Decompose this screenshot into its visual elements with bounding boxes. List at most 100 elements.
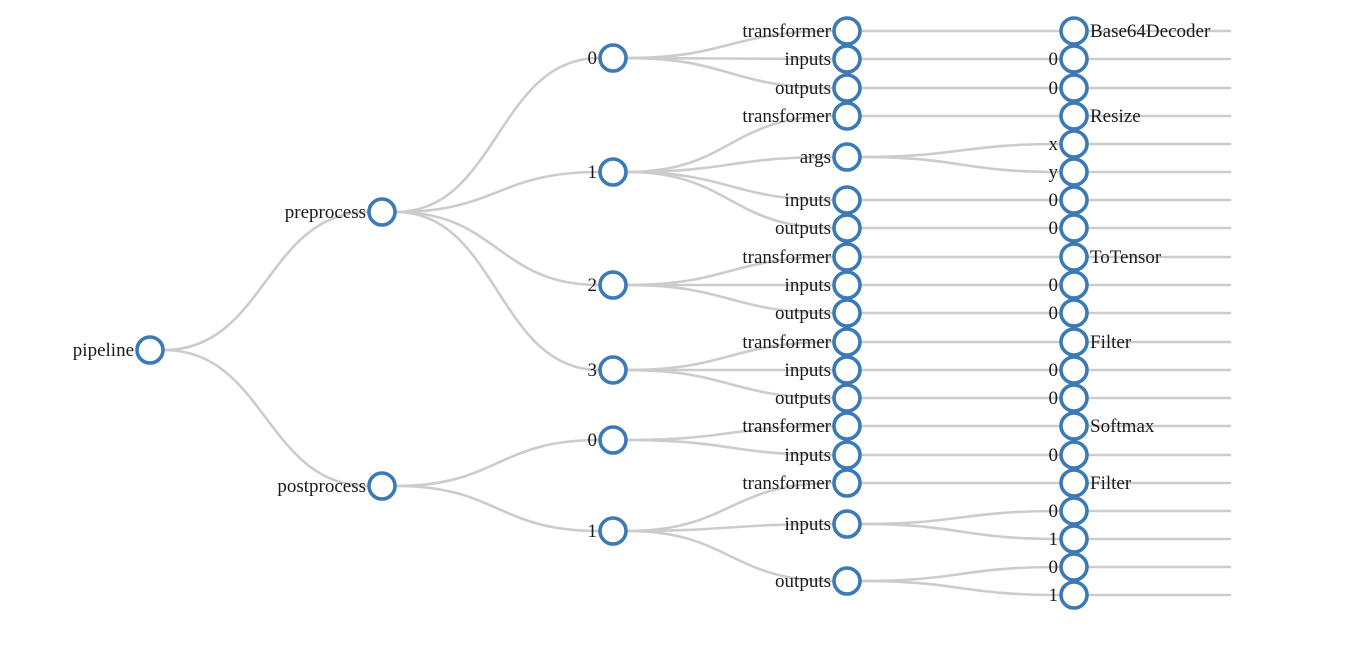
- node-circle-icon[interactable]: [598, 516, 628, 546]
- node-label: 0: [1049, 49, 1059, 70]
- node-circle-icon[interactable]: [135, 335, 165, 365]
- node-circle-icon[interactable]: [1059, 298, 1089, 328]
- node-circle-icon[interactable]: [1059, 242, 1089, 272]
- tree-link: [394, 210, 601, 287]
- tree-node-r11[interactable]: Filter: [1059, 327, 1132, 357]
- tree-node-pre0[interactable]: 0: [588, 43, 628, 73]
- tree-node-m11[interactable]: inputs: [785, 355, 862, 385]
- tree-node-r18[interactable]: 1: [1049, 524, 1089, 554]
- tree-node-pre2[interactable]: 2: [588, 270, 628, 300]
- node-circle-icon[interactable]: [832, 213, 862, 243]
- tree-node-r20[interactable]: 1: [1049, 580, 1089, 610]
- node-circle-icon[interactable]: [832, 142, 862, 172]
- node-circle-icon[interactable]: [1059, 327, 1089, 357]
- node-circle-icon[interactable]: [1059, 383, 1089, 413]
- tree-node-m1[interactable]: inputs: [785, 44, 862, 74]
- tree-node-r1[interactable]: 0: [1049, 44, 1089, 74]
- tree-node-pipeline[interactable]: pipeline: [73, 335, 165, 365]
- node-circle-icon[interactable]: [1059, 440, 1089, 470]
- node-circle-icon[interactable]: [1059, 524, 1089, 554]
- node-circle-icon[interactable]: [598, 43, 628, 73]
- node-circle-icon[interactable]: [1059, 580, 1089, 610]
- tree-node-m7[interactable]: transformer: [742, 242, 862, 272]
- node-circle-icon[interactable]: [832, 73, 862, 103]
- node-circle-icon[interactable]: [1059, 468, 1089, 498]
- tree-node-r13[interactable]: 0: [1049, 383, 1089, 413]
- tree-node-pre3[interactable]: 3: [588, 355, 628, 385]
- node-circle-icon[interactable]: [598, 355, 628, 385]
- node-circle-icon[interactable]: [832, 242, 862, 272]
- node-circle-icon[interactable]: [367, 197, 397, 227]
- tree-node-m4[interactable]: args: [800, 142, 862, 172]
- node-circle-icon[interactable]: [832, 298, 862, 328]
- tree-node-pre1[interactable]: 1: [588, 157, 628, 187]
- tree-node-r0[interactable]: Base64Decoder: [1059, 16, 1211, 46]
- tree-node-r9[interactable]: 0: [1049, 270, 1089, 300]
- node-circle-icon[interactable]: [832, 566, 862, 596]
- tree-node-m2[interactable]: outputs: [775, 73, 862, 103]
- node-circle-icon[interactable]: [1059, 185, 1089, 215]
- tree-node-m5[interactable]: inputs: [785, 185, 862, 215]
- tree-node-r14[interactable]: Softmax: [1059, 411, 1155, 441]
- node-circle-icon[interactable]: [1059, 270, 1089, 300]
- node-label: transformer: [742, 106, 831, 127]
- node-circle-icon[interactable]: [1059, 129, 1089, 159]
- tree-node-m6[interactable]: outputs: [775, 213, 862, 243]
- tree-node-m14[interactable]: inputs: [785, 440, 862, 470]
- node-circle-icon[interactable]: [832, 509, 862, 539]
- node-circle-icon[interactable]: [832, 16, 862, 46]
- tree-node-r4[interactable]: x: [1049, 129, 1089, 159]
- node-circle-icon[interactable]: [1059, 552, 1089, 582]
- node-circle-icon[interactable]: [1059, 213, 1089, 243]
- tree-node-r5[interactable]: y: [1049, 157, 1089, 187]
- tree-node-r2[interactable]: 0: [1049, 73, 1089, 103]
- node-circle-icon[interactable]: [598, 425, 628, 455]
- node-circle-icon[interactable]: [832, 468, 862, 498]
- node-circle-icon[interactable]: [832, 101, 862, 131]
- node-circle-icon[interactable]: [1059, 496, 1089, 526]
- tree-node-m10[interactable]: transformer: [742, 327, 862, 357]
- node-circle-icon[interactable]: [1059, 101, 1089, 131]
- node-circle-icon[interactable]: [1059, 44, 1089, 74]
- tree-node-r7[interactable]: 0: [1049, 213, 1089, 243]
- tree-node-m0[interactable]: transformer: [742, 16, 862, 46]
- tree-node-m3[interactable]: transformer: [742, 101, 862, 131]
- node-circle-icon[interactable]: [832, 411, 862, 441]
- node-circle-icon[interactable]: [832, 440, 862, 470]
- node-circle-icon[interactable]: [1059, 411, 1089, 441]
- node-circle-icon[interactable]: [598, 270, 628, 300]
- node-circle-icon[interactable]: [1059, 355, 1089, 385]
- node-circle-icon[interactable]: [832, 270, 862, 300]
- node-circle-icon[interactable]: [1059, 157, 1089, 187]
- tree-node-m12[interactable]: outputs: [775, 383, 862, 413]
- node-circle-icon[interactable]: [832, 327, 862, 357]
- tree-node-post1[interactable]: 1: [588, 516, 628, 546]
- tree-node-m9[interactable]: outputs: [775, 298, 862, 328]
- tree-link: [859, 522, 1062, 541]
- node-circle-icon[interactable]: [598, 157, 628, 187]
- tree-node-preprocess[interactable]: preprocess: [285, 197, 397, 227]
- tree-node-r15[interactable]: 0: [1049, 440, 1089, 470]
- tree-node-postprocess[interactable]: postprocess: [277, 471, 397, 501]
- tree-node-r19[interactable]: 0: [1049, 552, 1089, 582]
- tree-node-r10[interactable]: 0: [1049, 298, 1089, 328]
- tree-node-post0[interactable]: 0: [588, 425, 628, 455]
- node-circle-icon[interactable]: [832, 383, 862, 413]
- tree-node-m15[interactable]: transformer: [742, 468, 862, 498]
- node-circle-icon[interactable]: [367, 471, 397, 501]
- tree-node-m17[interactable]: outputs: [775, 566, 862, 596]
- node-circle-icon[interactable]: [1059, 73, 1089, 103]
- tree-node-r12[interactable]: 0: [1049, 355, 1089, 385]
- tree-node-m8[interactable]: inputs: [785, 270, 862, 300]
- tree-node-r16[interactable]: Filter: [1059, 468, 1132, 498]
- tree-node-r17[interactable]: 0: [1049, 496, 1089, 526]
- node-circle-icon[interactable]: [832, 44, 862, 74]
- node-circle-icon[interactable]: [832, 185, 862, 215]
- tree-node-r8[interactable]: ToTensor: [1059, 242, 1162, 272]
- node-circle-icon[interactable]: [832, 355, 862, 385]
- tree-node-m13[interactable]: transformer: [742, 411, 862, 441]
- tree-node-m16[interactable]: inputs: [785, 509, 862, 539]
- tree-node-r6[interactable]: 0: [1049, 185, 1089, 215]
- tree-node-r3[interactable]: Resize: [1059, 101, 1141, 131]
- node-circle-icon[interactable]: [1059, 16, 1089, 46]
